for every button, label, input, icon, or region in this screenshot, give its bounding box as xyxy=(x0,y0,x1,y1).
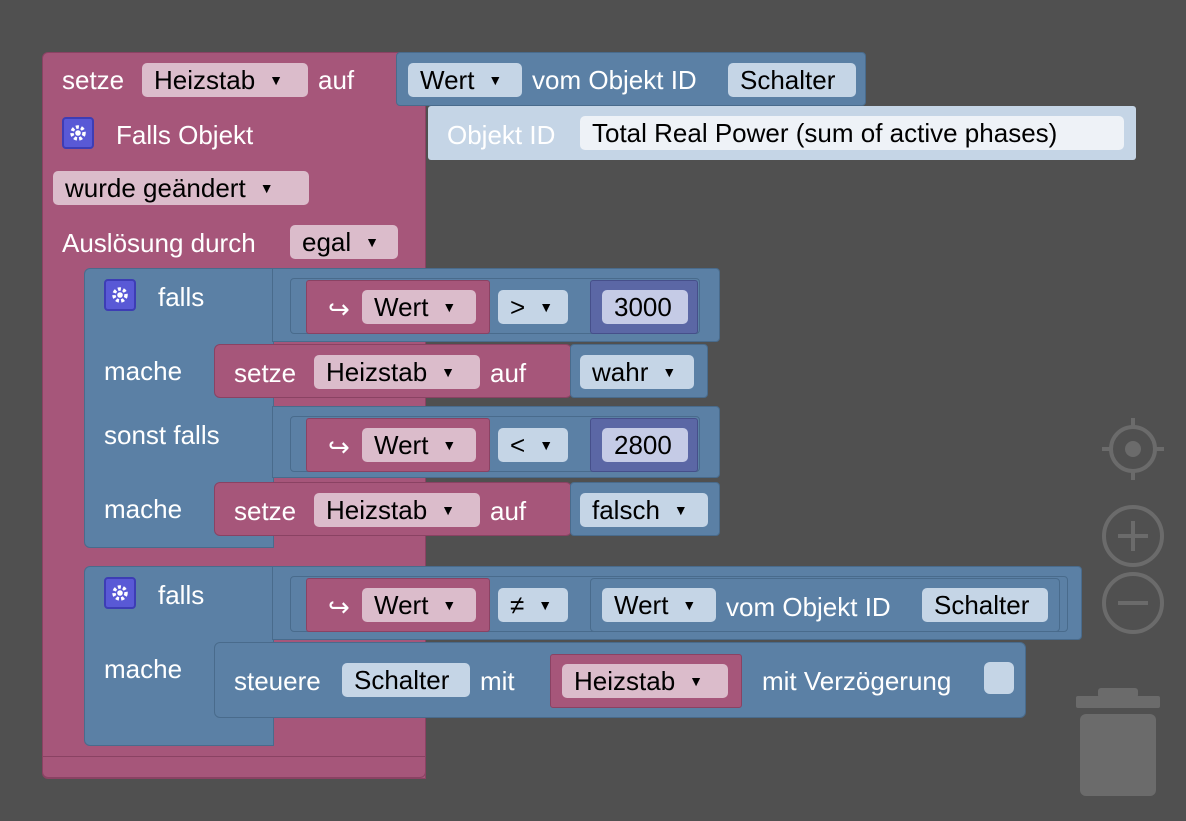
chevron-down-icon: ▼ xyxy=(365,234,380,251)
mache-label: mache xyxy=(104,494,183,524)
vom-objekt-id-label: vom Objekt ID xyxy=(726,592,891,622)
chevron-down-icon: ▼ xyxy=(673,502,688,519)
trigger-block-footer xyxy=(42,756,426,778)
else-if-label: sonst falls xyxy=(104,420,220,450)
operator-dropdown[interactable]: <▼ xyxy=(498,428,568,462)
chevron-down-icon: ▼ xyxy=(259,180,274,197)
plus-circle-icon[interactable] xyxy=(1100,503,1166,569)
variable-dropdown[interactable]: Heizstab▼ xyxy=(142,63,308,97)
settings-gear-icon[interactable] xyxy=(104,577,136,609)
object-id-field[interactable]: Schalter xyxy=(342,663,470,697)
set-label: setze xyxy=(234,358,297,388)
chevron-down-icon: ▼ xyxy=(682,597,697,614)
bool-dropdown[interactable]: falsch▼ xyxy=(580,493,708,527)
falls-label: falls xyxy=(158,580,205,610)
auf-label: auf xyxy=(490,496,527,526)
chevron-down-icon: ▼ xyxy=(442,597,457,614)
operator-dropdown[interactable]: >▼ xyxy=(498,290,568,324)
value-dropdown[interactable]: Wert▼ xyxy=(362,290,476,324)
chevron-down-icon: ▼ xyxy=(441,502,456,519)
falls-label: falls xyxy=(158,282,205,312)
chevron-down-icon: ▼ xyxy=(488,72,503,89)
chevron-down-icon: ▼ xyxy=(269,72,284,89)
value-dropdown[interactable]: Wert▼ xyxy=(362,428,476,462)
set-label: setze xyxy=(62,65,125,95)
mache-label: mache xyxy=(104,654,183,684)
return-arrow-icon: ↪ xyxy=(328,592,350,622)
delay-checkbox[interactable] xyxy=(984,662,1014,694)
trigger-source-label: Auslösung durch xyxy=(62,228,256,258)
object-id-field[interactable]: Schalter xyxy=(922,588,1048,622)
chevron-down-icon: ▼ xyxy=(441,364,456,381)
delay-label: mit Verzögerung xyxy=(762,666,952,696)
chevron-down-icon: ▼ xyxy=(442,299,457,316)
auf-label: auf xyxy=(318,65,355,95)
auf-label: auf xyxy=(490,358,527,388)
change-condition-dropdown[interactable]: wurde geändert▼ xyxy=(53,171,309,205)
object-id-label: Objekt ID xyxy=(447,120,556,150)
settings-gear-icon[interactable] xyxy=(62,117,94,149)
chevron-down-icon: ▼ xyxy=(539,437,554,454)
chevron-down-icon: ▼ xyxy=(538,597,553,614)
chevron-down-icon: ▼ xyxy=(662,364,677,381)
value-property-dropdown[interactable]: Wert▼ xyxy=(602,588,716,622)
mache-label: mache xyxy=(104,356,183,386)
trigger-source-dropdown[interactable]: egal▼ xyxy=(290,225,398,259)
chevron-down-icon: ▼ xyxy=(442,437,457,454)
vom-objekt-id-label: vom Objekt ID xyxy=(532,65,697,95)
control-label: steuere xyxy=(234,666,321,696)
value-dropdown[interactable]: Wert▼ xyxy=(362,588,476,622)
variable-dropdown[interactable]: Heizstab▼ xyxy=(314,493,480,527)
value-property-dropdown[interactable]: Wert▼ xyxy=(408,63,522,97)
object-id-value-field[interactable]: Total Real Power (sum of active phases) xyxy=(580,116,1124,150)
number-field[interactable]: 3000 xyxy=(602,290,688,324)
bool-dropdown[interactable]: wahr▼ xyxy=(580,355,694,389)
trash-icon[interactable] xyxy=(1072,686,1164,800)
return-arrow-icon: ↪ xyxy=(328,432,350,462)
trigger-title: Falls Objekt xyxy=(116,120,254,150)
variable-dropdown[interactable]: Heizstab▼ xyxy=(562,664,728,698)
operator-dropdown[interactable]: ≠▼ xyxy=(498,588,568,622)
settings-gear-icon[interactable] xyxy=(104,279,136,311)
return-arrow-icon: ↪ xyxy=(328,294,350,324)
set-label: setze xyxy=(234,496,297,526)
variable-dropdown[interactable]: Heizstab▼ xyxy=(314,355,480,389)
minus-circle-icon[interactable] xyxy=(1100,570,1166,636)
number-field[interactable]: 2800 xyxy=(602,428,688,462)
crosshair-icon[interactable] xyxy=(1100,416,1166,482)
object-id-field[interactable]: Schalter xyxy=(728,63,856,97)
chevron-down-icon: ▼ xyxy=(539,299,554,316)
chevron-down-icon: ▼ xyxy=(689,673,704,690)
mit-label: mit xyxy=(480,666,515,696)
